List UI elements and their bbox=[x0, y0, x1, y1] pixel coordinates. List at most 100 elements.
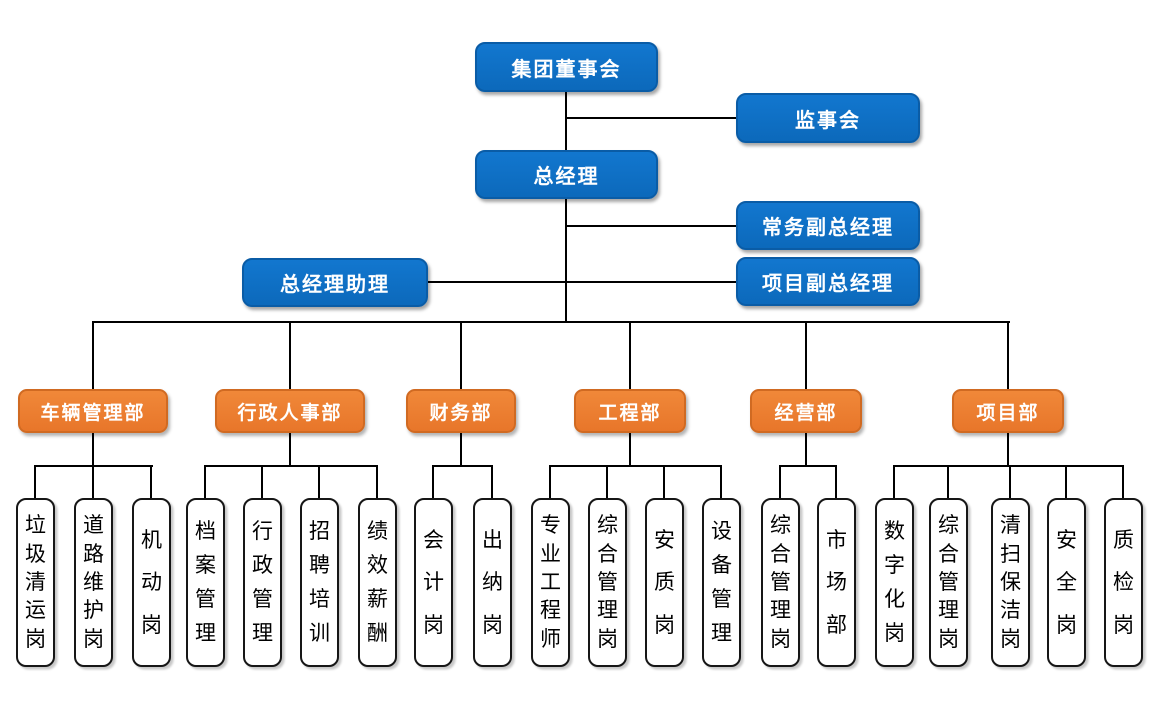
dept-engineering: 工程部 bbox=[574, 389, 686, 433]
connector-drop-dept-5 bbox=[805, 321, 807, 389]
dept-operations: 经营部 bbox=[750, 389, 862, 433]
connector-drop-post bbox=[150, 465, 152, 498]
node-gm-assistant: 总经理助理 bbox=[242, 258, 428, 307]
connector-drop-post bbox=[204, 465, 206, 498]
connector-drop-post bbox=[376, 465, 378, 498]
dept-label: 财务部 bbox=[429, 402, 493, 424]
post-label: 道路维护岗 bbox=[83, 514, 104, 651]
node-label: 项目副总经理 bbox=[762, 273, 894, 295]
connector-drop-dept-1 bbox=[92, 321, 94, 389]
post-label: 垃圾清运岗 bbox=[25, 514, 46, 651]
connector-drop-post bbox=[549, 465, 551, 498]
connector-drop-post bbox=[1122, 465, 1124, 498]
connector-drop-dept-4 bbox=[629, 321, 631, 389]
connector-board-to-gm bbox=[565, 90, 567, 152]
connector-dept-5-stem bbox=[805, 433, 807, 467]
connector-main-bus bbox=[92, 321, 1010, 323]
connector-dept-4-stem bbox=[629, 433, 631, 467]
post-recruitment-training: 招聘培训 bbox=[300, 498, 339, 667]
post-label: 机动岗 bbox=[141, 528, 162, 637]
post-label: 质检岗 bbox=[1113, 528, 1134, 637]
connector-to-executive-deputy-gm bbox=[566, 225, 736, 227]
connector-drop-post bbox=[606, 465, 608, 498]
connector-drop-post bbox=[779, 465, 781, 498]
post-label: 综合管理岗 bbox=[938, 514, 959, 651]
dept-admin-hr: 行政人事部 bbox=[215, 389, 365, 433]
post-cleaning: 清扫保洁岗 bbox=[991, 498, 1030, 667]
post-safety-quality: 安质岗 bbox=[645, 498, 684, 667]
connector-assistant-to-project-deputy-gm bbox=[428, 281, 736, 283]
connector-drop-post bbox=[491, 465, 493, 498]
post-label: 清扫保洁岗 bbox=[1000, 514, 1021, 651]
post-safety: 安全岗 bbox=[1047, 498, 1086, 667]
post-label: 专业工程师 bbox=[540, 514, 561, 651]
post-archives-management: 档案管理 bbox=[186, 498, 225, 667]
connector-drop-post bbox=[720, 465, 722, 498]
connector-drop-post bbox=[261, 465, 263, 498]
post-performance-compensation: 绩效薪酬 bbox=[358, 498, 397, 667]
connector-gm-to-bus bbox=[565, 196, 567, 323]
post-accounting: 会计岗 bbox=[414, 498, 453, 667]
post-quality-inspection: 质检岗 bbox=[1104, 498, 1143, 667]
connector-drop-dept-2 bbox=[289, 321, 291, 389]
connector-drop-post bbox=[893, 465, 895, 498]
node-label: 总经理助理 bbox=[280, 274, 390, 296]
post-admin-management: 行政管理 bbox=[243, 498, 282, 667]
post-garbage-collection: 垃圾清运岗 bbox=[16, 498, 55, 667]
post-label: 综合管理岗 bbox=[770, 514, 791, 651]
post-label: 招聘培训 bbox=[309, 520, 330, 645]
post-label: 数字化岗 bbox=[884, 520, 905, 645]
dept-label: 经营部 bbox=[774, 402, 838, 424]
dept-label: 行政人事部 bbox=[237, 402, 343, 424]
post-professional-engineer: 专业工程师 bbox=[531, 498, 570, 667]
connector-drop-post bbox=[1065, 465, 1067, 498]
post-label: 安质岗 bbox=[654, 528, 675, 637]
post-label: 行政管理 bbox=[252, 520, 273, 645]
node-board-of-directors: 集团董事会 bbox=[475, 42, 658, 92]
connector-drop-dept-3 bbox=[460, 321, 462, 389]
node-executive-deputy-gm: 常务副总经理 bbox=[736, 201, 920, 250]
dept-label: 工程部 bbox=[598, 402, 662, 424]
post-equipment-management: 设备管理 bbox=[702, 498, 741, 667]
post-label: 安全岗 bbox=[1056, 528, 1077, 637]
dept-label: 项目部 bbox=[976, 402, 1040, 424]
dept-finance: 财务部 bbox=[406, 389, 516, 433]
connector-subbus-6 bbox=[893, 465, 1124, 467]
post-label: 市场部 bbox=[826, 528, 847, 637]
connector-drop-post bbox=[663, 465, 665, 498]
node-project-deputy-gm: 项目副总经理 bbox=[736, 257, 920, 306]
connector-dept-1-stem bbox=[92, 433, 94, 467]
connector-dept-2-stem bbox=[289, 433, 291, 467]
post-label: 档案管理 bbox=[195, 520, 216, 645]
post-mobile-duty: 机动岗 bbox=[132, 498, 171, 667]
post-general-management-operations: 综合管理岗 bbox=[761, 498, 800, 667]
connector-drop-post bbox=[432, 465, 434, 498]
post-cashier: 出纳岗 bbox=[473, 498, 512, 667]
connector-drop-post bbox=[1009, 465, 1011, 498]
post-label: 绩效薪酬 bbox=[367, 520, 388, 645]
post-market: 市场部 bbox=[817, 498, 856, 667]
node-label: 总经理 bbox=[533, 166, 600, 188]
connector-drop-post bbox=[318, 465, 320, 498]
connector-subbus-2 bbox=[204, 465, 378, 467]
connector-subbus-1 bbox=[35, 465, 153, 467]
connector-subbus-5 bbox=[779, 465, 837, 467]
connector-subbus-3 bbox=[432, 465, 493, 467]
node-general-manager: 总经理 bbox=[475, 150, 658, 199]
connector-to-supervisory-board bbox=[566, 117, 736, 119]
dept-vehicle-management: 车辆管理部 bbox=[18, 389, 168, 433]
post-general-management-project: 综合管理岗 bbox=[929, 498, 968, 667]
post-road-maintenance: 道路维护岗 bbox=[74, 498, 113, 667]
node-supervisory-board: 监事会 bbox=[736, 93, 920, 143]
post-label: 出纳岗 bbox=[482, 528, 503, 637]
dept-label: 车辆管理部 bbox=[40, 402, 146, 424]
connector-subbus-4 bbox=[549, 465, 722, 467]
connector-drop-post bbox=[34, 465, 36, 498]
post-label: 综合管理岗 bbox=[597, 514, 618, 651]
node-label: 监事会 bbox=[795, 109, 861, 132]
node-label: 集团董事会 bbox=[511, 58, 622, 81]
connector-dept-6-stem bbox=[1007, 433, 1009, 467]
post-digitalization: 数字化岗 bbox=[875, 498, 914, 667]
post-label: 会计岗 bbox=[423, 528, 444, 637]
